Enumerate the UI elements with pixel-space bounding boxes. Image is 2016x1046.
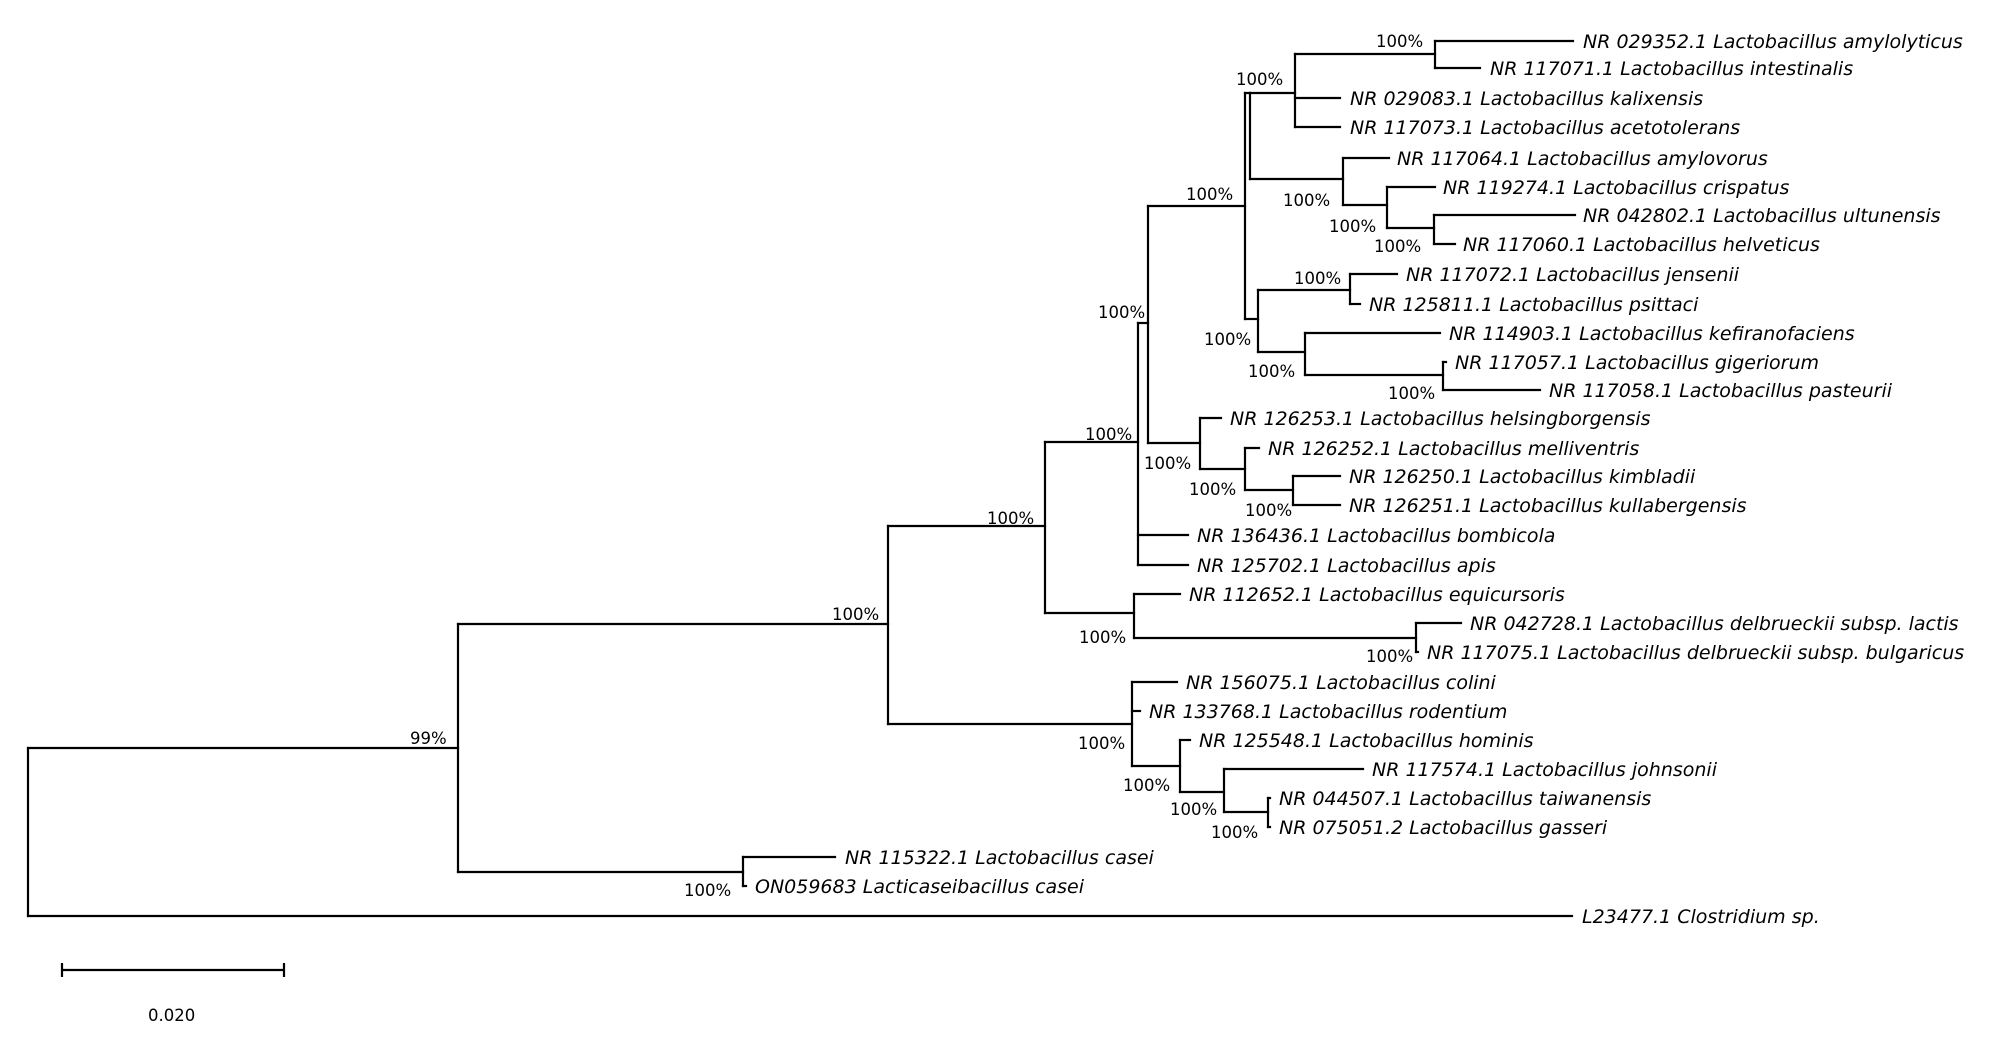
support-value: 100% bbox=[987, 509, 1034, 528]
support-value: 100% bbox=[1204, 330, 1251, 349]
leaf-label: NR 112652.1 Lactobacillus equicursoris bbox=[1189, 584, 1565, 606]
leaf-label: NR 133768.1 Lactobacillus rodentium bbox=[1149, 701, 1507, 723]
support-value: 100% bbox=[1376, 32, 1423, 51]
leaf-label: NR 125811.1 Lactobacillus psittaci bbox=[1369, 294, 1699, 316]
scale-bar: 0.020 bbox=[60, 963, 286, 1025]
support-value: 100% bbox=[1283, 191, 1330, 210]
support-value: 100% bbox=[1098, 303, 1145, 322]
leaf-label: NR 044507.1 Lactobacillus taiwanensis bbox=[1279, 788, 1651, 810]
leaf-label: NR 125548.1 Lactobacillus hominis bbox=[1199, 730, 1534, 752]
leaf-labels: NR 029352.1 Lactobacillus amylolyticus N… bbox=[755, 31, 1964, 928]
support-value: 100% bbox=[1366, 647, 1413, 666]
support-value: 100% bbox=[1294, 269, 1341, 288]
leaf-label: NR 117072.1 Lactobacillus jensenii bbox=[1406, 264, 1740, 286]
leaf-label: NR 117064.1 Lactobacillus amylovorus bbox=[1397, 148, 1768, 170]
leaf-label: L23477.1 Clostridium sp. bbox=[1582, 906, 1820, 928]
leaf-label: NR 042802.1 Lactobacillus ultunensis bbox=[1583, 205, 1941, 227]
support-value: 100% bbox=[1123, 776, 1170, 795]
scale-bar-label: 0.020 bbox=[148, 1006, 195, 1025]
support-value: 100% bbox=[1085, 425, 1132, 444]
leaf-label: NR 119274.1 Lactobacillus crispatus bbox=[1443, 177, 1789, 199]
leaf-label: NR 126253.1 Lactobacillus helsingborgens… bbox=[1230, 408, 1651, 430]
support-value: 100% bbox=[1248, 362, 1295, 381]
leaf-label: NR 156075.1 Lactobacillus colini bbox=[1186, 672, 1497, 694]
leaf-label: ON059683 Lacticaseibacillus casei bbox=[755, 876, 1085, 898]
support-value: 100% bbox=[684, 881, 731, 900]
support-value: 100% bbox=[1329, 217, 1376, 236]
leaf-label: NR 126250.1 Lactobacillus kimbladii bbox=[1349, 466, 1696, 488]
support-value: 100% bbox=[1170, 800, 1217, 819]
support-value: 100% bbox=[1245, 501, 1292, 520]
leaf-label: NR 136436.1 Lactobacillus bombicola bbox=[1197, 525, 1555, 547]
support-value: 100% bbox=[1186, 185, 1233, 204]
support-value: 100% bbox=[1211, 823, 1258, 842]
support-value: 100% bbox=[1236, 70, 1283, 89]
leaf-label: NR 075051.2 Lactobacillus gasseri bbox=[1279, 817, 1608, 839]
leaf-label: NR 117574.1 Lactobacillus johnsonii bbox=[1372, 759, 1718, 781]
support-value: 100% bbox=[832, 605, 879, 624]
leaf-label: NR 042728.1 Lactobacillus delbrueckii su… bbox=[1470, 613, 1959, 635]
support-labels: 100% 100% 100% 100% 100% 100% 100% 100% … bbox=[410, 32, 1435, 900]
leaf-label: NR 126252.1 Lactobacillus melliventris bbox=[1268, 438, 1639, 460]
leaf-label: NR 117060.1 Lactobacillus helveticus bbox=[1463, 234, 1820, 256]
support-value: 99% bbox=[410, 729, 447, 748]
leaf-label: NR 117071.1 Lactobacillus intestinalis bbox=[1490, 58, 1853, 80]
support-value: 100% bbox=[1144, 454, 1191, 473]
leaf-label: NR 126251.1 Lactobacillus kullabergensis bbox=[1349, 495, 1747, 517]
support-value: 100% bbox=[1189, 480, 1236, 499]
support-value: 100% bbox=[1078, 734, 1125, 753]
leaf-label: NR 115322.1 Lactobacillus casei bbox=[845, 847, 1155, 869]
leaf-label: NR 117073.1 Lactobacillus acetotolerans bbox=[1350, 117, 1740, 139]
leaf-label: NR 117058.1 Lactobacillus pasteurii bbox=[1549, 380, 1893, 402]
tree-branches bbox=[26, 39, 1577, 918]
leaf-label: NR 029352.1 Lactobacillus amylolyticus bbox=[1583, 31, 1963, 53]
leaf-label: NR 117075.1 Lactobacillus delbrueckii su… bbox=[1427, 642, 1964, 664]
support-value: 100% bbox=[1079, 628, 1126, 647]
support-value: 100% bbox=[1374, 237, 1421, 256]
leaf-label: NR 029083.1 Lactobacillus kalixensis bbox=[1350, 88, 1703, 110]
leaf-label: NR 114903.1 Lactobacillus kefiranofacien… bbox=[1449, 323, 1855, 345]
support-value: 100% bbox=[1388, 384, 1435, 403]
leaf-label: NR 117057.1 Lactobacillus gigeriorum bbox=[1455, 352, 1819, 374]
leaf-label: NR 125702.1 Lactobacillus apis bbox=[1197, 555, 1496, 577]
